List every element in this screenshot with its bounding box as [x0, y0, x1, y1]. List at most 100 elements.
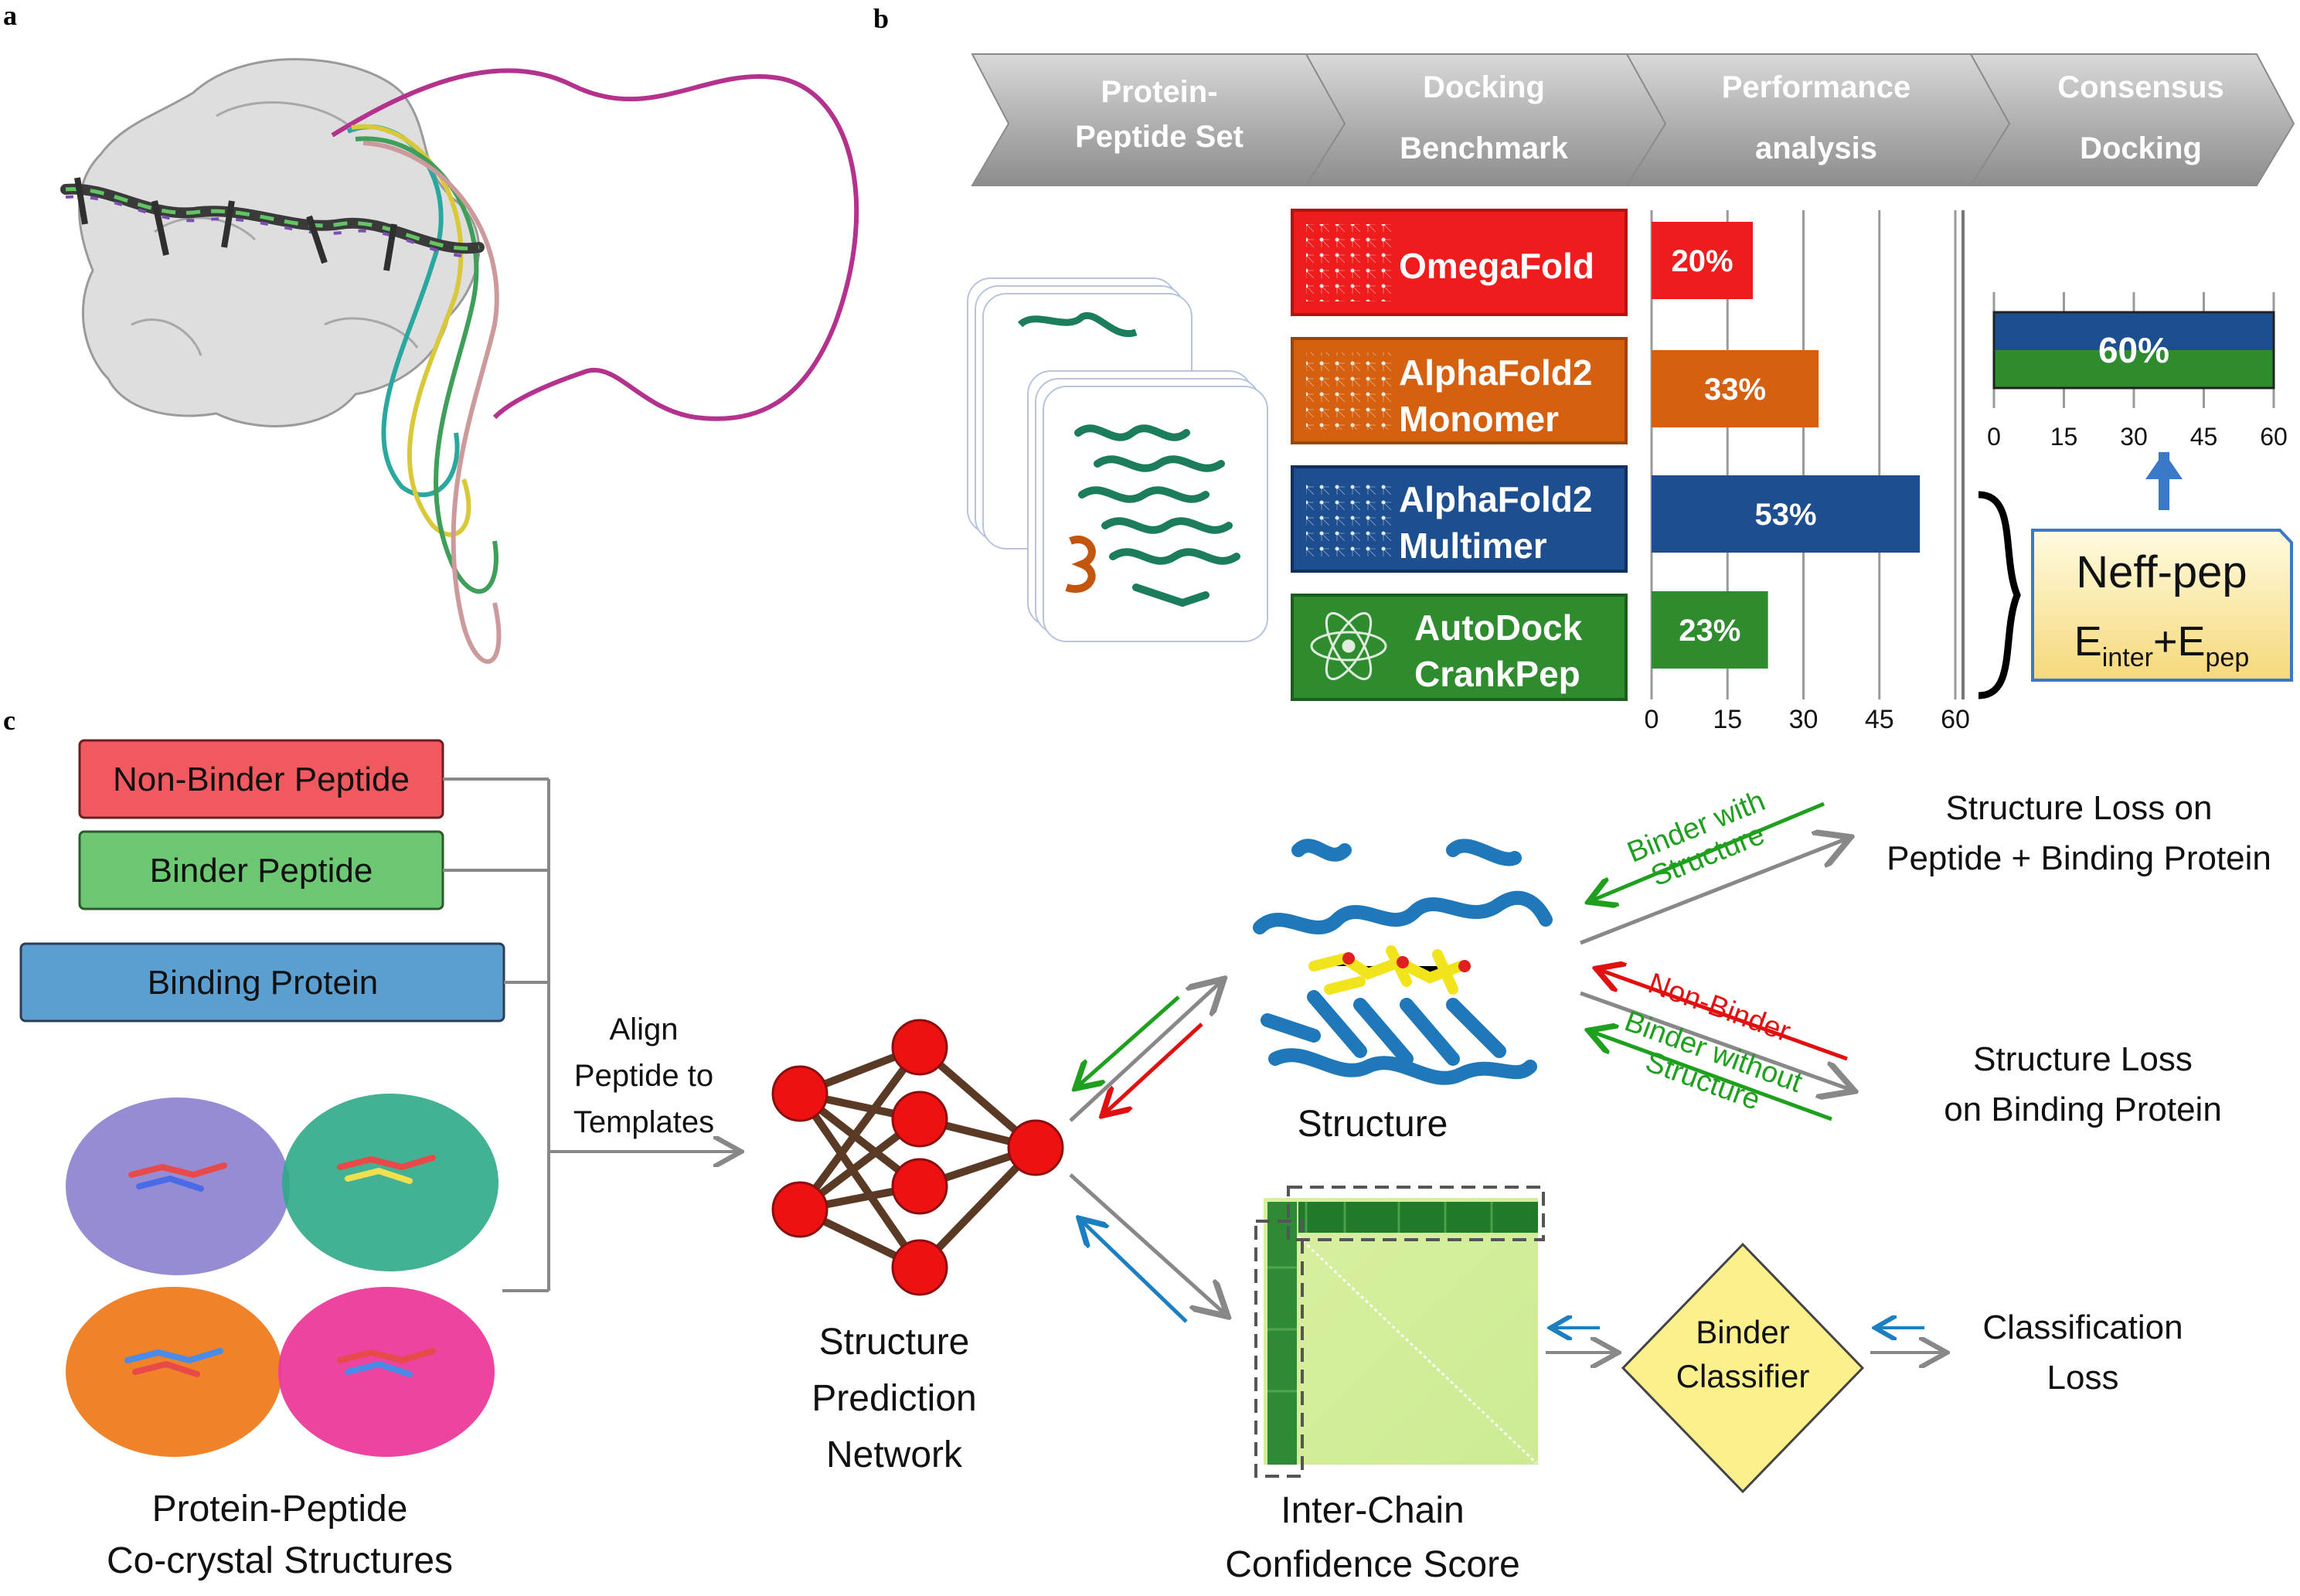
up-arrow-head: [2145, 452, 2183, 479]
protein-set-cards: [967, 277, 1268, 642]
input-boxes: Non-Binder Peptide Binder Peptide Bindin…: [19, 739, 505, 1023]
binder-peptide-label: Binder Peptide: [150, 852, 373, 890]
x-tick-label: 60: [1941, 705, 1970, 734]
loss-pep-line2: Peptide + Binding Protein: [1887, 839, 2271, 877]
x-tick-label: 30: [1789, 705, 1819, 734]
panel-label-a: a: [3, 0, 17, 31]
network-icon: [1306, 352, 1391, 430]
structure-cartoon: [1253, 839, 1553, 1085]
bar-value-label: 60%: [2098, 330, 2169, 370]
pipeline-step-4: Consensus Docking: [1969, 53, 2295, 186]
network-label-line1: Structure: [819, 1322, 970, 1363]
pipeline-step-4-line1: Consensus: [2057, 70, 2224, 104]
method-alphafold2-multimer-line1: AlphaFold2: [1399, 479, 1592, 519]
structure-prediction-network: [771, 1019, 1064, 1296]
peptide-surface-illustration: [60, 58, 859, 664]
score-label-line2: Confidence Score: [1225, 1544, 1520, 1585]
score-label-line1: Inter-Chain: [1281, 1490, 1464, 1531]
network-label-line3: Network: [826, 1434, 963, 1475]
network-icon: [1306, 224, 1391, 301]
method-autodock-crankpep: AutoDock CrankPep: [1291, 594, 1628, 701]
network-node: [891, 1091, 948, 1148]
bar: [1994, 350, 2274, 388]
bar: [1652, 475, 1921, 553]
neff-pep-formula: Einter+Epep: [2074, 618, 2249, 672]
panel-label-b: b: [873, 3, 889, 34]
network-arrows: [1069, 982, 1225, 1323]
align-label-line2: Peptide to: [574, 1059, 713, 1093]
pipeline-step-4-line2: Docking: [2080, 131, 2202, 165]
network-node: [1007, 1119, 1064, 1176]
bar: [1652, 591, 1768, 669]
bar-value-label: 23%: [1679, 614, 1740, 648]
pipeline-step-2: Docking Benchmark: [1305, 53, 1671, 186]
network-node: [891, 1158, 948, 1215]
align-label-line3: Templates: [573, 1105, 714, 1139]
method-autodock-crankpep-line1: AutoDock: [1414, 607, 1583, 648]
loss-prot-line2: on Binding Protein: [1944, 1091, 2222, 1128]
bar: [1994, 312, 2274, 350]
atom-icon: [1310, 611, 1387, 681]
method-omegafold-label: OmegaFold: [1399, 246, 1594, 286]
loss-arrows: [1580, 801, 1851, 1121]
pipeline-step-2-line1: Docking: [1423, 70, 1545, 104]
neff-pep-box: Neff-pep Einter+Epep: [2031, 529, 2293, 682]
input-bracket: [443, 778, 738, 1292]
pipeline-step-1-line1: Protein-: [1101, 75, 1217, 109]
bar-outline: [1992, 311, 2275, 390]
x-tick-label: 45: [1865, 705, 1894, 734]
co-crystal-structures: [66, 1094, 498, 1457]
x-tick-label: 0: [1645, 705, 1659, 734]
method-alphafold2-multimer-line2: Multimer: [1399, 526, 1547, 566]
method-alphafold2-monomer-line2: Monomer: [1399, 399, 1559, 439]
network-node: [771, 1065, 828, 1122]
x-tick-label: 45: [2190, 423, 2218, 451]
pipeline-step-3-line1: Performance: [1722, 70, 1911, 104]
classifier-arrows: [1546, 1328, 1944, 1353]
network-label-line2: Prediction: [811, 1378, 976, 1419]
bar: [1652, 222, 1753, 299]
non-binder-peptide-label: Non-Binder Peptide: [113, 761, 410, 798]
binder-with-structure-label: Binder with Structure: [1623, 784, 1770, 893]
consensus-bar-chart: 0 15 30 45 60 60%: [1987, 292, 2288, 451]
inter-chain-heatmap: [1254, 1186, 1545, 1478]
method-omegafold: OmegaFold: [1291, 209, 1628, 316]
method-list: OmegaFold AlphaFold2 Monomer AlphaFold2 …: [1291, 209, 1628, 701]
x-tick-label: 15: [1713, 705, 1742, 734]
method-alphafold2-multimer: AlphaFold2 Multimer: [1291, 465, 1628, 573]
cocrystal-label-line2: Co-crystal Structures: [107, 1540, 453, 1581]
classifier-label-line2: Classifier: [1676, 1358, 1810, 1394]
neff-pep-label: Neff-pep: [2076, 547, 2247, 597]
method-alphafold2-monomer: AlphaFold2 Monomer: [1291, 337, 1628, 444]
bar-value-label: 53%: [1755, 498, 1817, 532]
structure-label: Structure: [1298, 1104, 1448, 1145]
binding-protein-label: Binding Protein: [148, 964, 378, 1002]
x-tick-label: 30: [2120, 423, 2148, 451]
brace-icon: [1978, 491, 2021, 699]
binder-classifier-diamond: [1621, 1242, 1865, 1494]
class-loss-line1: Classification: [1982, 1308, 2183, 1346]
pipeline-step-1: Protein- Peptide Set: [971, 53, 1350, 186]
bar-value-label: 20%: [1671, 244, 1733, 278]
pipeline-step-3-line2: analysis: [1755, 131, 1877, 165]
bar-value-label: 33%: [1704, 373, 1766, 407]
network-node: [891, 1239, 948, 1296]
network-node: [771, 1181, 828, 1238]
performance-bar-chart: 0 15 30 45 60 20% 33% 53% 23%: [1645, 210, 1970, 734]
pipeline-step-2-line2: Benchmark: [1400, 131, 1569, 165]
x-tick-label: 60: [2260, 423, 2288, 451]
network-node: [891, 1019, 948, 1076]
loss-pep-line1: Structure Loss on: [1946, 789, 2213, 827]
pipeline-step-1-line2: Peptide Set: [1075, 120, 1244, 154]
loss-prot-line1: Structure Loss: [1973, 1040, 2193, 1078]
class-loss-line2: Loss: [2047, 1359, 2119, 1397]
x-tick-label: 15: [2050, 423, 2078, 451]
classifier-label-line1: Binder: [1696, 1314, 1789, 1350]
pipeline-step-3: Performance analysis: [1625, 53, 2015, 186]
align-label-line1: Align: [610, 1012, 679, 1046]
x-tick-label: 0: [1987, 423, 2001, 451]
pipeline-chevrons: Protein- Peptide Set Docking Benchmark P…: [971, 53, 2295, 186]
method-alphafold2-monomer-line1: AlphaFold2: [1399, 352, 1592, 393]
panel-label-c: c: [3, 705, 15, 736]
